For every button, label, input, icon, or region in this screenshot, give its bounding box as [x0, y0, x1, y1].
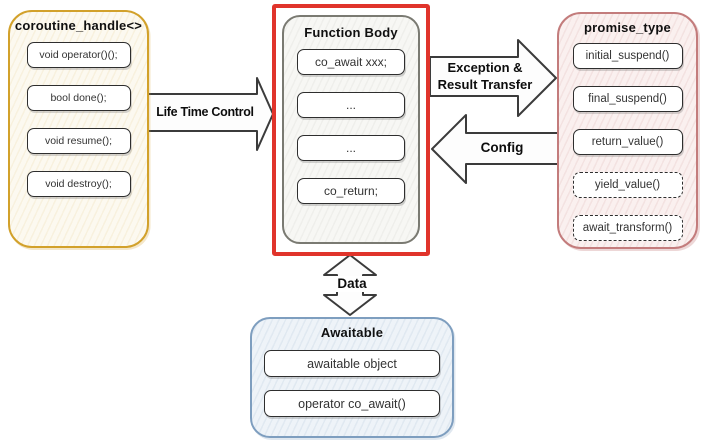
function-body-items: co_await xxx; ... ... co_return;: [297, 49, 405, 204]
awaitable-items: awaitable object operator co_await(): [264, 350, 440, 417]
exception-label-line1: Exception &: [447, 60, 523, 75]
awaitable-panel: Awaitable awaitable object operator co_a…: [250, 317, 454, 438]
item-void-operator: void operator()();: [26, 42, 131, 68]
function-body-panel: Function Body co_await xxx; ... ... co_r…: [282, 15, 420, 244]
exception-label-line2: Result Transfer: [437, 77, 533, 92]
promise-type-items: initial_suspend() final_suspend() return…: [572, 43, 683, 241]
promise-type-title: promise_type: [584, 20, 671, 35]
item-co-return: co_return;: [297, 178, 405, 204]
config-arrow: [431, 114, 558, 184]
coroutine-handle-panel: coroutine_handle<> void operator()(); bo…: [8, 10, 149, 248]
exception-result-transfer-label: Exception & Result Transfer: [426, 59, 544, 93]
config-label: Config: [480, 140, 524, 155]
item-ellipsis-2: ...: [297, 135, 405, 161]
promise-type-panel: promise_type initial_suspend() final_sus…: [557, 12, 698, 249]
item-bool-done: bool done();: [26, 85, 131, 111]
life-time-control-arrow: [147, 77, 274, 151]
item-return-value: return_value(): [572, 129, 683, 155]
item-co-await: co_await xxx;: [297, 49, 405, 75]
item-initial-suspend: initial_suspend(): [572, 43, 683, 69]
exception-result-transfer-arrow: [430, 39, 557, 117]
item-yield-value: yield_value(): [572, 172, 683, 198]
awaitable-title: Awaitable: [320, 325, 384, 340]
data-label: Data: [326, 276, 378, 292]
item-operator-co-await: operator co_await(): [264, 390, 440, 417]
function-body-frame: Function Body co_await xxx; ... ... co_r…: [272, 4, 430, 256]
item-final-suspend: final_suspend(): [572, 86, 683, 112]
coroutine-handle-items: void operator()(); bool done(); void res…: [26, 42, 131, 197]
item-void-destroy: void destroy();: [26, 171, 131, 197]
item-awaitable-object: awaitable object: [264, 350, 440, 377]
item-await-transform: await_transform(): [572, 215, 683, 241]
item-void-resume: void resume();: [26, 128, 131, 154]
function-body-title: Function Body: [304, 25, 398, 40]
coroutine-handle-title: coroutine_handle<>: [14, 18, 143, 33]
item-ellipsis-1: ...: [297, 92, 405, 118]
life-time-control-label: Life Time Control: [156, 105, 254, 119]
